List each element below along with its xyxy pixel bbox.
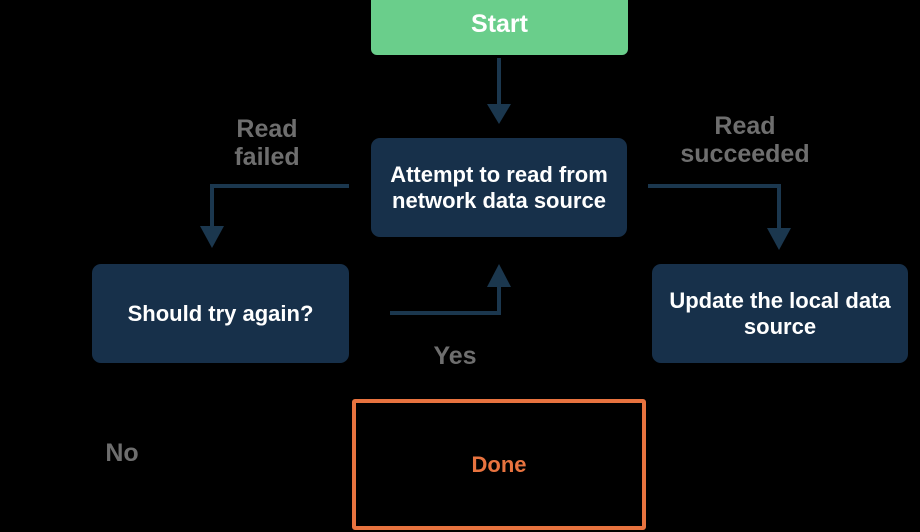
node-update-local-data-source-label: Update the local data source (669, 287, 891, 339)
edge-should-try-again-to-attempt (390, 264, 511, 315)
node-done[interactable]: Done (352, 399, 646, 530)
node-update-local-data-source[interactable]: Update the local data source (652, 264, 908, 363)
node-attempt-read[interactable]: Attempt to read from network data source (371, 138, 627, 237)
edge-label-read-succeeded: Read succeeded (680, 112, 810, 168)
arrowhead-icon (200, 226, 224, 248)
edge-line (210, 184, 349, 228)
node-attempt-read-label: Attempt to read from network data source (390, 161, 608, 213)
node-should-try-again[interactable]: Should try again? (92, 264, 349, 363)
edge-start-to-attempt (487, 58, 511, 124)
edge-label-yes: Yes (433, 342, 477, 370)
arrowhead-icon (487, 264, 511, 287)
edge-attempt-to-should-try-again (200, 184, 349, 248)
edge-line (648, 184, 781, 230)
edge-attempt-to-update-local (648, 184, 791, 250)
arrowhead-icon (767, 228, 791, 250)
node-start-label: Start (471, 10, 528, 38)
node-start[interactable]: Start (371, 0, 628, 55)
edge-line (390, 285, 501, 315)
node-should-try-again-label: Should try again? (127, 300, 314, 326)
edge-label-read-failed: Read failed (234, 115, 300, 171)
node-done-label: Done (471, 451, 527, 477)
edge-label-no: No (105, 439, 139, 467)
arrowhead-icon (487, 104, 511, 124)
